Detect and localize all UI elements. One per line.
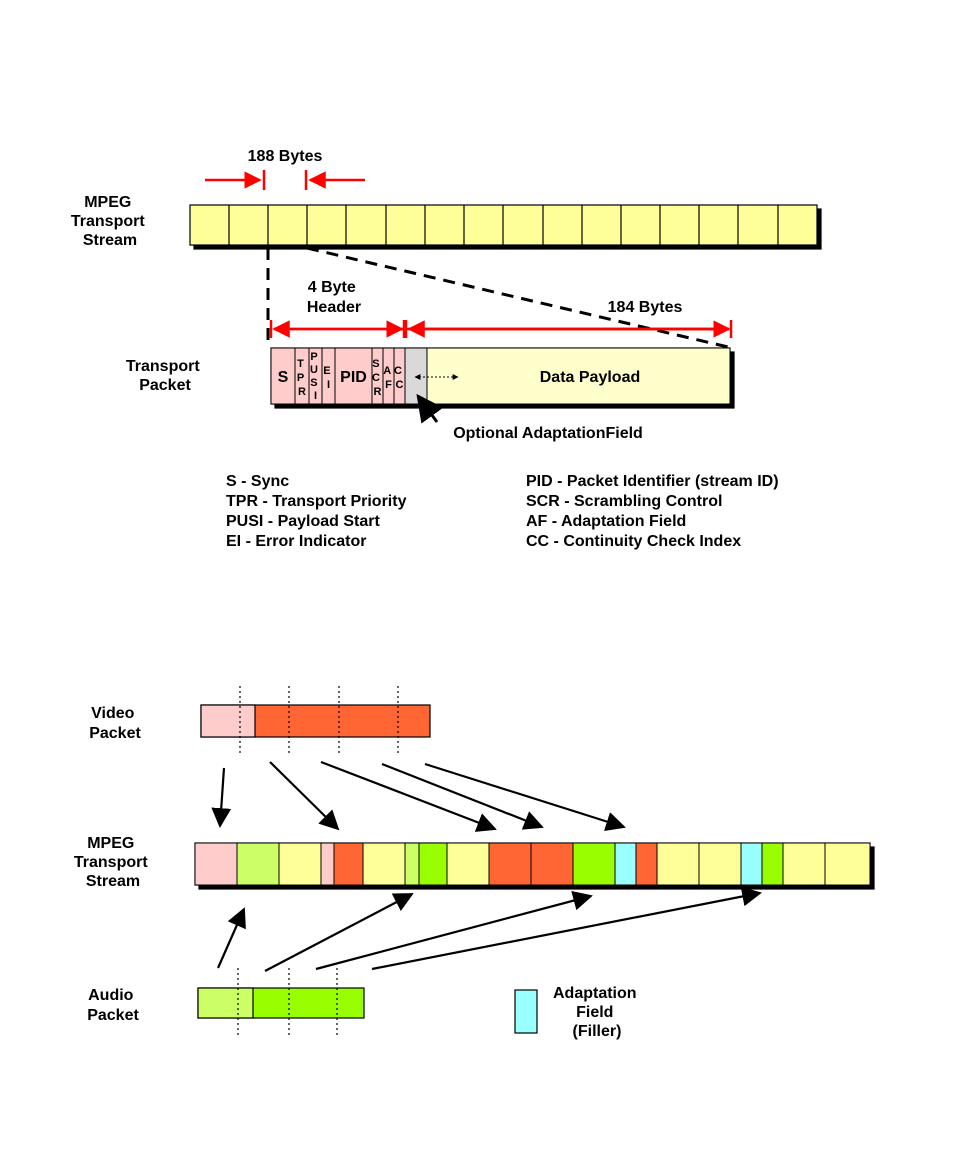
packet-size-label: 188 Bytes bbox=[248, 148, 323, 165]
adaptation-pointer-arrow bbox=[416, 393, 444, 424]
audio-mux-arrows bbox=[216, 886, 762, 972]
audio-packet bbox=[197, 987, 365, 1019]
video-mux-arrows bbox=[211, 760, 626, 832]
top-stream-dividers bbox=[228, 205, 779, 245]
video-packet-dividers bbox=[239, 686, 399, 756]
top-stream-label: MPEG Transport Stream bbox=[71, 194, 149, 249]
zoom-lines bbox=[266, 246, 729, 349]
field-tpr-label: T P R bbox=[297, 358, 307, 398]
field-af-label: A F bbox=[383, 365, 394, 391]
field-s-label: S bbox=[278, 369, 289, 386]
transport-packet: S T P R P U S I E I PID S C R A F C C bbox=[270, 347, 731, 405]
video-packet bbox=[200, 704, 431, 738]
header-size-label: 4 Byte Header bbox=[307, 279, 361, 316]
payload-label: Data Payload bbox=[540, 369, 640, 386]
payload-size-label: 184 Bytes bbox=[608, 299, 683, 316]
header-pid-field bbox=[334, 347, 373, 405]
transport-packet-label: Transport Packet bbox=[126, 358, 204, 394]
bottom-transport-stream bbox=[194, 842, 871, 886]
field-pusi-label: P U S I bbox=[310, 351, 321, 402]
packet-size-dimension bbox=[205, 170, 365, 190]
adaptation-label: Optional AdaptationField bbox=[453, 425, 643, 442]
legend-right: PID - Packet Identifier (stream ID) SCR … bbox=[526, 473, 783, 550]
filler-swatch bbox=[514, 989, 538, 1034]
filler-label: Adaptation Field (Filler) bbox=[553, 985, 641, 1040]
field-cc-label: C C bbox=[394, 365, 405, 391]
legend-left: S - Sync TPR - Transport Priority PUSI -… bbox=[226, 473, 411, 550]
video-packet-label: Video Packet bbox=[89, 705, 141, 742]
field-pid-label: PID bbox=[340, 369, 367, 386]
audio-packet-dividers bbox=[237, 968, 338, 1035]
field-ei-label: E I bbox=[323, 365, 333, 391]
audio-packet-label: Audio Packet bbox=[87, 987, 139, 1024]
field-scr-label: S C R bbox=[372, 358, 383, 398]
legend: S - Sync TPR - Transport Priority PUSI -… bbox=[226, 473, 783, 550]
data-payload bbox=[426, 347, 731, 405]
bottom-stream-label: MPEG Transport Stream bbox=[74, 835, 152, 890]
header-sync-field bbox=[270, 347, 296, 405]
adaptation-field bbox=[404, 347, 428, 405]
